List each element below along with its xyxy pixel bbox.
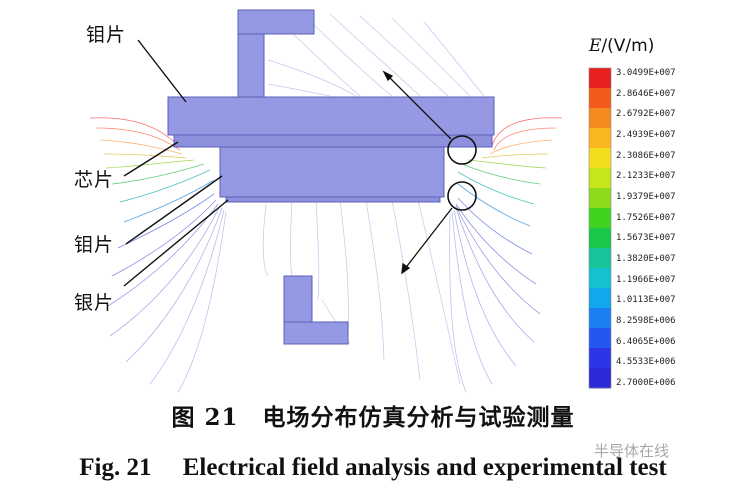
bottom-electrode-arm [283, 321, 349, 345]
legend-tick-label: 2.6792E+007 [616, 109, 676, 120]
legend-tick-label: 1.9379E+007 [616, 192, 676, 202]
colorbar-segment [589, 268, 611, 289]
watermark: 半导体在线 [594, 442, 670, 460]
legend-tick-label: 2.7000E+006 [616, 378, 676, 388]
legend-tick-label: 2.8646E+007 [616, 88, 676, 99]
label-mo-bottom: 钼片 [74, 234, 115, 256]
caption-en: Fig. 21 Electrical field analysis and ex… [79, 454, 667, 481]
legend-tick-label: 1.3820E+007 [616, 254, 676, 264]
colorbar-outline [588, 67, 612, 389]
colorbar-segment [589, 328, 611, 349]
legend-tick-label: 6.4065E+006 [616, 336, 676, 347]
colorbar [588, 67, 612, 389]
colorbar-segment [589, 68, 611, 89]
ag-plate [225, 196, 441, 203]
field-lines-right [449, 117, 563, 393]
caption-cn: 图 21 电场分布仿真分析与试验测量 [171, 404, 575, 431]
arrows [382, 70, 453, 275]
colorbar-segment [589, 188, 611, 209]
highlight-circle-lower [447, 181, 477, 211]
field-lines-left [89, 117, 227, 393]
colorbar-segment [589, 308, 611, 329]
legend-title-unit: /(V/m) [601, 36, 655, 56]
legend-title: E/(V/m) [589, 36, 654, 56]
chip-plate [173, 134, 493, 148]
leader-lines [123, 39, 229, 287]
legend-tick-label: 1.0113E+007 [616, 295, 676, 306]
colorbar-segment [589, 168, 611, 189]
colorbar-segment [589, 128, 611, 149]
legend-tick-label: 1.5673E+007 [616, 233, 676, 244]
colorbar-segment [589, 288, 611, 309]
legend-tick-label: 1.7526E+007 [616, 212, 676, 223]
colorbar-segment [589, 368, 611, 389]
legend-tick-label: 4.5533E+006 [616, 357, 676, 368]
colorbar-segment [589, 148, 611, 169]
mo-plate-bottom [219, 146, 445, 198]
colorbar-segment [589, 228, 611, 249]
legend-title-var: E [589, 36, 602, 56]
mo-plate-top [167, 96, 495, 136]
colorbar-segment [589, 348, 611, 369]
legend-tick-label: 2.3086E+007 [616, 150, 676, 161]
highlight-circle-upper [447, 135, 477, 165]
legend-tick-label: 2.4939E+007 [616, 130, 676, 140]
colorbar-segment [589, 248, 611, 269]
label-chip: 芯片 [74, 169, 115, 191]
legend-tick-label: 1.1966E+007 [616, 274, 676, 285]
colorbar-segment [589, 208, 611, 229]
top-electrode-arm [237, 9, 315, 35]
legend-tick-label: 2.1233E+007 [616, 171, 676, 182]
colorbar-segment [589, 108, 611, 129]
label-ag: 银片 [74, 292, 115, 314]
legend-tick-label: 3.0499E+007 [616, 68, 676, 78]
label-mo-top: 钼片 [86, 24, 127, 46]
legend-tick-label: 8.2598E+006 [616, 316, 676, 326]
colorbar-segment [589, 88, 611, 109]
